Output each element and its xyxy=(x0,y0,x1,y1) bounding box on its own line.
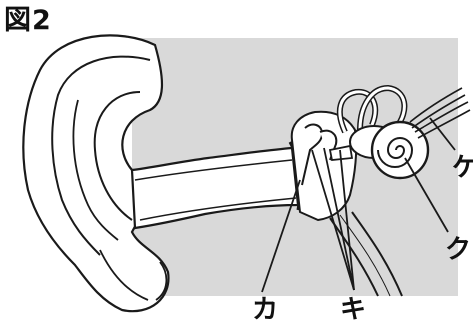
label-ku: ク xyxy=(445,235,471,265)
label-ke: ケ xyxy=(452,153,473,183)
middle-ear-cavity xyxy=(292,112,356,220)
cochlea-outer xyxy=(372,122,428,178)
label-ki: キ xyxy=(340,295,366,325)
label-ka: カ xyxy=(252,295,278,325)
